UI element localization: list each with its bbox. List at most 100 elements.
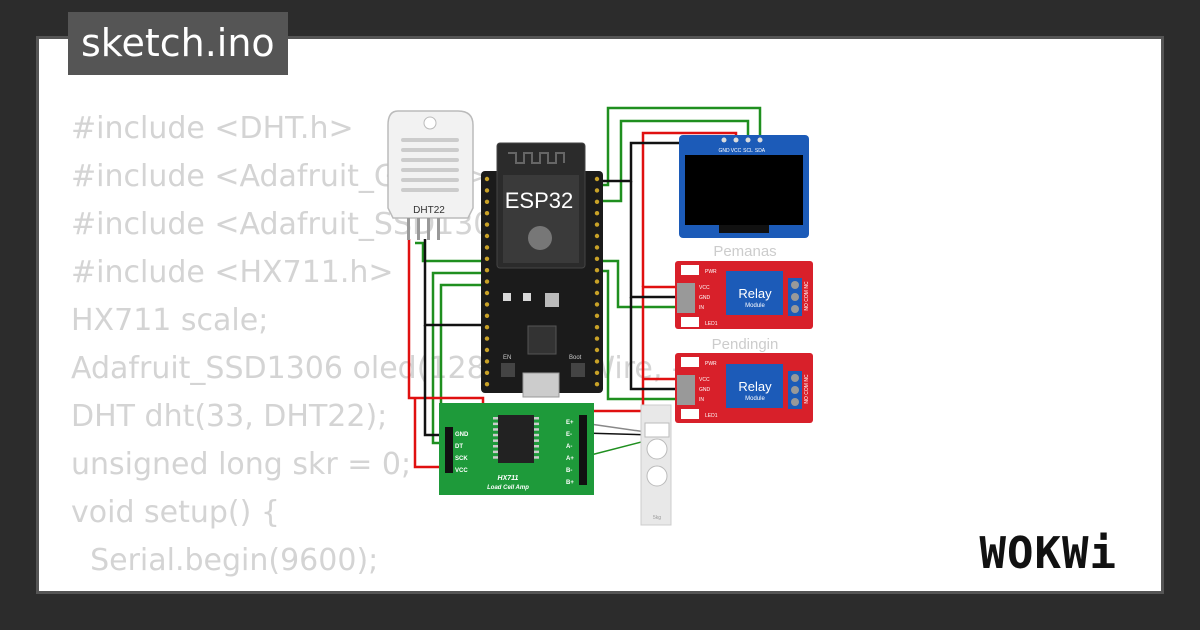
esp32-boot-label: Boot xyxy=(569,355,582,361)
esp32-pin xyxy=(594,382,600,387)
esp32-pin xyxy=(484,176,490,182)
wire-red xyxy=(641,131,738,287)
chip-pin xyxy=(534,433,539,437)
hx711-label: HX711 xyxy=(498,475,519,482)
relay2-pwr-label: PWR xyxy=(705,361,717,367)
esp32-pin xyxy=(484,199,490,204)
relay1-module[interactable]: Relay Module NO COM NC PWR LED1 VCC GND … xyxy=(675,261,813,329)
relay1-pin-label: VCC xyxy=(699,285,710,291)
esp32-pin xyxy=(484,382,490,387)
hx711-pin-label: GND xyxy=(455,432,469,438)
relay1-nc-label: NO COM NC xyxy=(804,281,810,311)
oled-pin-label: VCC xyxy=(731,148,742,154)
hx711-pin-label: E+ xyxy=(566,420,574,426)
circuit-diagram: DHT22 ESP32 EN Boot xyxy=(387,106,813,526)
esp32-pin xyxy=(484,222,490,227)
relay2-nc-label: NO COM NC xyxy=(804,374,810,404)
espressif-logo-icon xyxy=(528,226,552,250)
chip-pin xyxy=(534,428,539,431)
esp32-pin xyxy=(594,176,600,182)
hx711-pin-label: DT xyxy=(455,444,463,450)
chip-pin xyxy=(493,456,498,459)
esp32-pin xyxy=(594,199,600,204)
oled-pin-label: SDA xyxy=(755,148,766,154)
oled-pin-label: GND xyxy=(718,148,730,154)
esp32-en-label: EN xyxy=(503,355,511,361)
esp32-pin xyxy=(484,302,490,307)
relay2-module[interactable]: Relay Module NO COM NC PWR LED1 VCC GND … xyxy=(675,353,813,423)
chip-pin xyxy=(493,417,498,420)
code-line: void setup() { xyxy=(71,495,280,530)
relay1-pin-label: IN xyxy=(699,305,704,311)
hx711-pin-label: A- xyxy=(566,444,572,450)
relay2-sub: Module xyxy=(745,396,765,402)
chip-pin xyxy=(534,439,539,442)
wires xyxy=(407,106,762,469)
hx711-pin-label: E- xyxy=(566,432,572,438)
code-line: #include <HX711.h> xyxy=(71,255,394,290)
code-line: DHT dht(33, DHT22); xyxy=(71,399,388,434)
esp32-pin xyxy=(594,347,600,353)
esp32-pin xyxy=(484,359,490,364)
relay1-sub: Module xyxy=(745,303,765,309)
relay2-pin-label: IN xyxy=(699,397,704,403)
esp32-board[interactable]: ESP32 EN Boot xyxy=(481,142,603,398)
relay1-pin-label: GND xyxy=(699,295,711,301)
oled-pin-label: SCL xyxy=(743,148,753,154)
esp32-pin xyxy=(484,290,490,296)
esp32-pin xyxy=(594,211,600,216)
esp32-pin xyxy=(594,268,600,273)
esp32-pin xyxy=(594,313,600,318)
esp32-pins-right xyxy=(594,176,600,387)
chip-pin xyxy=(493,428,498,431)
chip-pin xyxy=(534,417,539,420)
esp32-pin xyxy=(484,336,490,341)
hx711-pin-label: SCK xyxy=(455,456,468,462)
hx711-pin-label: B+ xyxy=(566,480,574,486)
wire-green xyxy=(415,241,483,263)
chip-pin xyxy=(534,445,539,448)
esp32-pin xyxy=(594,279,600,284)
esp32-pin xyxy=(484,347,490,353)
wire-black xyxy=(629,297,679,391)
esp32-pin xyxy=(594,336,600,341)
hx711-sub: Load Cell Amp xyxy=(487,485,529,491)
code-line: unsigned long skr = 0; xyxy=(71,447,412,482)
chip-pin xyxy=(493,445,498,448)
esp32-pin xyxy=(484,211,490,216)
esp32-pin xyxy=(594,245,600,250)
relay1-label: Relay xyxy=(738,286,772,301)
esp32-pin xyxy=(484,325,490,330)
relay2-label: Relay xyxy=(738,379,772,394)
wire-green xyxy=(599,119,750,203)
esp32-label: ESP32 xyxy=(505,188,574,213)
esp32-pin xyxy=(484,233,490,239)
hx711-module[interactable]: HX711 Load Cell Amp GND DT SCK VCC E+ E-… xyxy=(439,403,594,495)
dht22-sensor[interactable]: DHT22 xyxy=(387,110,474,240)
chip-pin xyxy=(493,422,498,426)
file-tab[interactable]: sketch.ino xyxy=(68,12,288,75)
esp32-pin xyxy=(484,279,490,284)
relay1-led-label: LED1 xyxy=(705,321,718,327)
relay2-pin-label: VCC xyxy=(699,377,710,383)
chip-pin xyxy=(493,433,498,437)
esp32-pin xyxy=(484,245,490,250)
chip-pin xyxy=(534,450,539,454)
chip-pin xyxy=(493,439,498,442)
esp32-pin xyxy=(594,290,600,296)
wire-green xyxy=(599,106,762,187)
esp32-pin xyxy=(484,256,490,261)
relay1-title: Pemanas xyxy=(713,243,776,260)
chip-pin xyxy=(493,450,498,454)
code-line: Serial.begin(9600); xyxy=(71,543,379,578)
esp32-pin xyxy=(484,188,490,193)
chip-pin xyxy=(534,422,539,426)
wokwi-logo: WOKWi xyxy=(979,528,1117,579)
load-cell[interactable]: 5kg xyxy=(640,404,672,526)
code-line: #include <DHT.h> xyxy=(71,111,354,146)
wire-black xyxy=(629,181,679,299)
esp32-pin xyxy=(594,256,600,261)
esp32-pin xyxy=(484,268,490,273)
code-line: HX711 scale; xyxy=(71,303,269,338)
oled-display[interactable]: GND VCC SCL SDA xyxy=(679,135,809,238)
